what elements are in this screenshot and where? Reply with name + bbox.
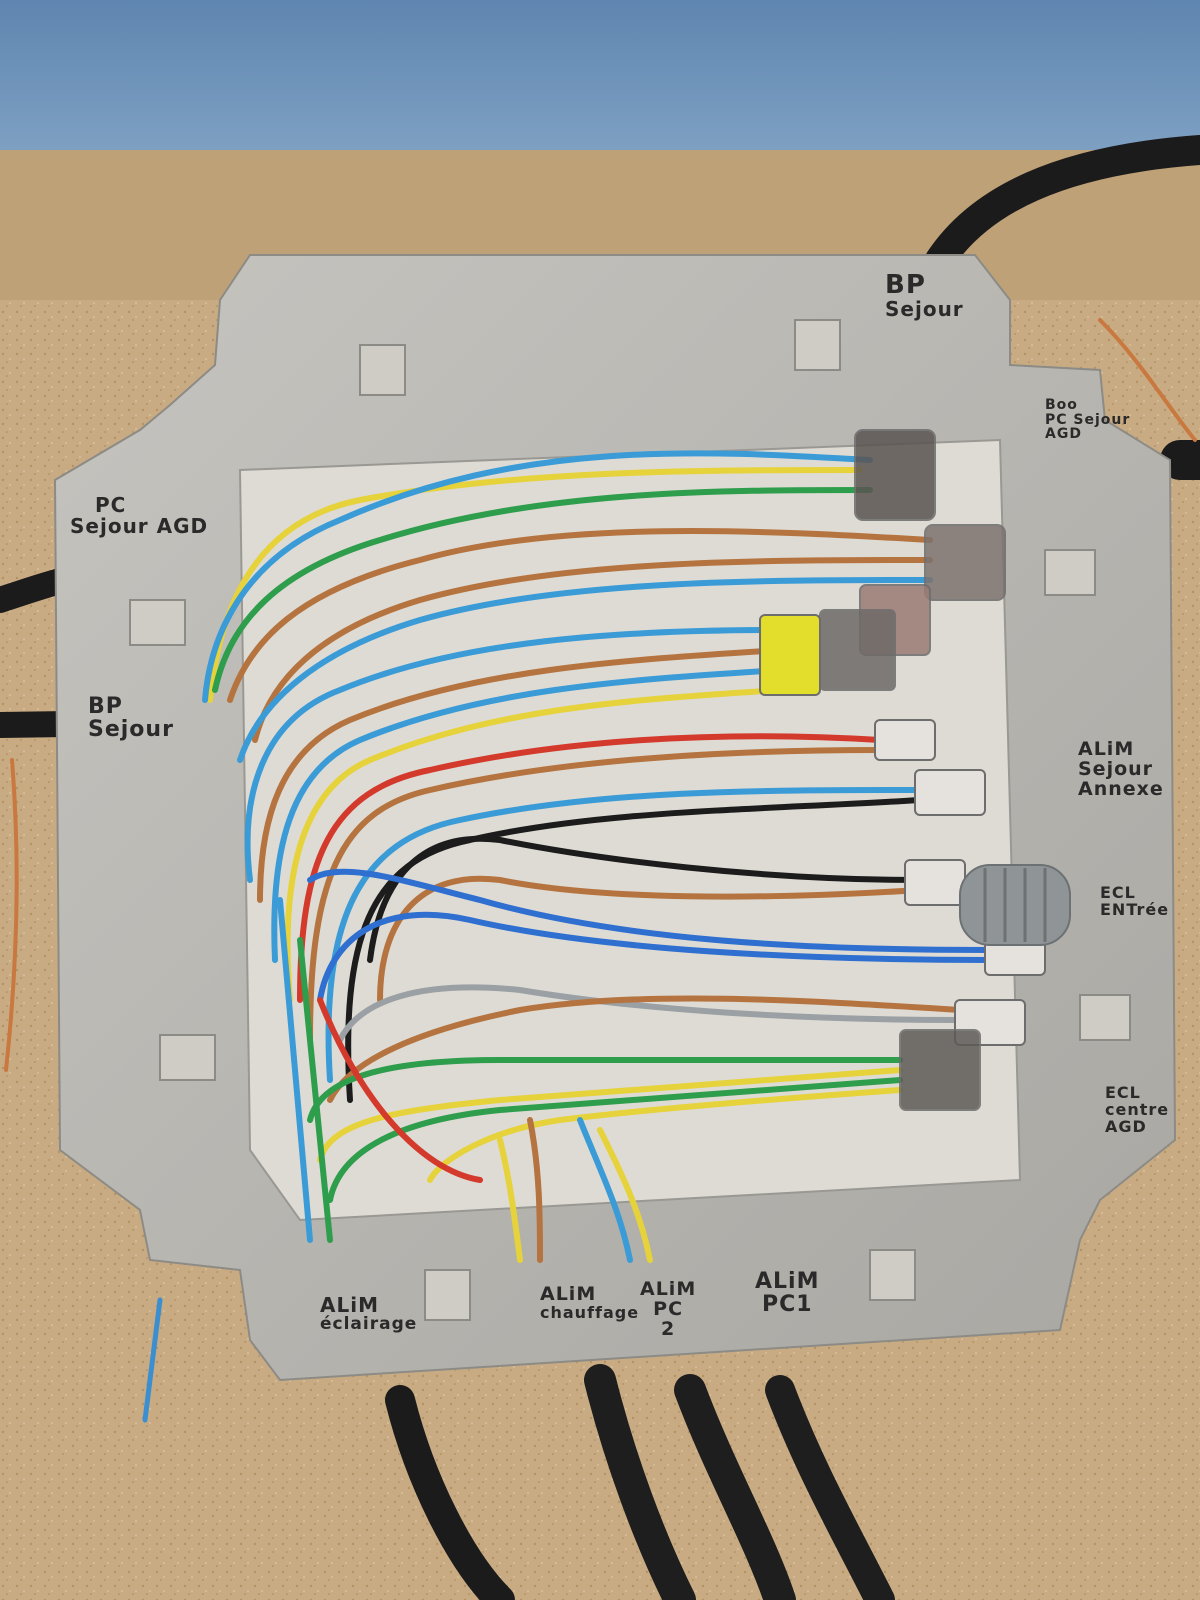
grey-conduit <box>959 864 1071 946</box>
connector <box>899 1029 981 1111</box>
connector <box>914 769 986 816</box>
external-cables <box>0 135 1200 1600</box>
connector <box>759 614 821 696</box>
connector <box>924 524 1006 601</box>
wire-bundle <box>202 450 993 1263</box>
connector <box>904 859 966 906</box>
connector <box>874 719 936 761</box>
connector <box>819 609 896 691</box>
wago-connectors <box>759 429 1046 1111</box>
connector <box>854 429 936 521</box>
